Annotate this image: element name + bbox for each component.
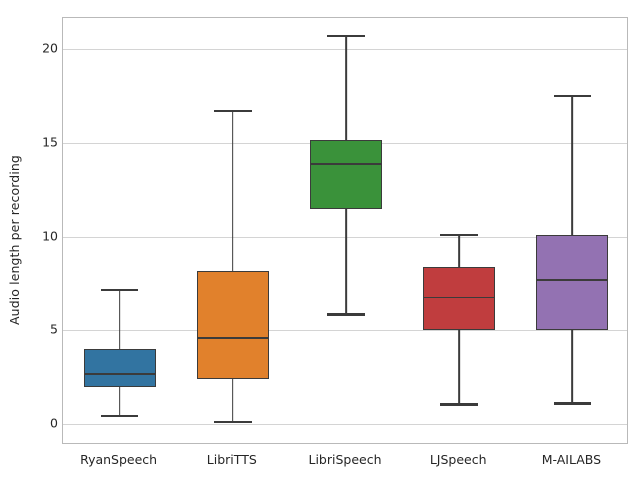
median-line	[83, 373, 156, 376]
lower-whisker	[345, 209, 347, 314]
box-iqr[interactable]	[310, 139, 382, 210]
upper-whisker	[118, 289, 121, 349]
upper-whisker	[571, 94, 574, 235]
upper-whisker-cap	[440, 233, 478, 236]
median-line	[536, 278, 609, 281]
lower-whisker	[571, 330, 574, 403]
x-tick-label-ryanspeech: RyanSpeech	[80, 452, 158, 467]
lower-whisker	[231, 379, 234, 422]
upper-whisker	[458, 233, 461, 267]
median-line	[310, 163, 382, 166]
upper-whisker-cap	[327, 34, 365, 38]
y-tick-label: 20	[42, 40, 58, 56]
lower-whisker	[118, 387, 121, 415]
upper-whisker-cap	[100, 289, 139, 292]
plot-area	[62, 17, 628, 444]
y-tick-label: 0	[50, 415, 58, 431]
lower-whisker	[458, 330, 461, 404]
box-iqr[interactable]	[83, 349, 156, 388]
lower-whisker-cap	[100, 414, 139, 417]
gridline	[63, 424, 627, 425]
median-line	[423, 296, 496, 299]
x-tick-label-libritts: LibriTTS	[206, 452, 257, 467]
y-tick-label: 15	[42, 134, 58, 150]
upper-whisker	[231, 109, 234, 272]
lower-whisker-cap	[440, 403, 478, 406]
x-tick-label-ljspeech: LJSpeech	[429, 452, 487, 467]
gridline	[63, 236, 627, 238]
x-tick-label-m-ailabs: M-AILABS	[541, 452, 602, 467]
gridline	[63, 330, 627, 332]
box-iqr[interactable]	[196, 271, 269, 379]
y-tick-label: 5	[50, 321, 58, 337]
y-tick-label: 10	[42, 228, 58, 243]
lower-whisker-cap	[553, 402, 592, 405]
median-line	[196, 336, 269, 339]
upper-whisker-cap	[553, 94, 592, 98]
x-tick-label-librispeech: LibriSpeech	[308, 452, 382, 467]
lower-whisker-cap	[327, 313, 365, 316]
lower-whisker-cap	[214, 421, 252, 424]
upper-whisker	[345, 34, 347, 140]
upper-whisker-cap	[214, 109, 252, 113]
gridline	[63, 49, 627, 50]
box-iqr[interactable]	[536, 234, 609, 331]
